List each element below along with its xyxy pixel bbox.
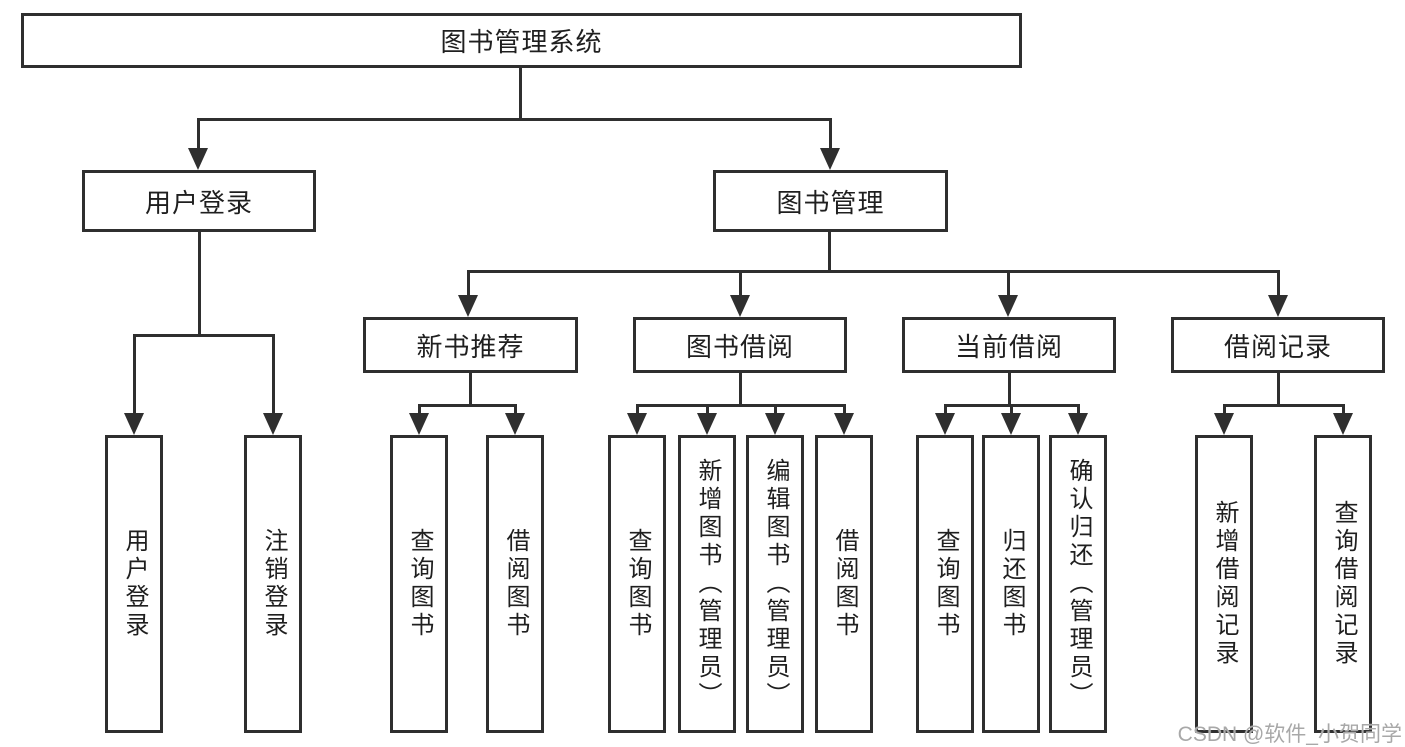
- node-library-management-system: 图书管理系统: [21, 13, 1022, 68]
- arrow-down-icon: [935, 404, 955, 435]
- arrow-down-icon: [409, 404, 429, 435]
- leaf-label: 查询图书: [624, 528, 651, 640]
- arrow-down-icon: [458, 271, 478, 317]
- leaf-recommend-query-books: 查询图书: [390, 435, 448, 733]
- leaf-current-return-books: 归还图书: [982, 435, 1040, 733]
- connector-line: [133, 334, 275, 337]
- arrow-down-icon: [627, 404, 647, 435]
- leaf-recommend-borrow-books: 借阅图书: [486, 435, 544, 733]
- leaf-label: 确认归还（管理员）: [1065, 458, 1092, 710]
- leaf-label: 查询图书: [932, 528, 959, 640]
- arrow-down-icon: [1001, 404, 1021, 435]
- leaf-label: 编辑图书（管理员）: [762, 458, 789, 710]
- connector-line: [197, 118, 832, 121]
- leaf-current-confirm-return-admin: 确认归还（管理员）: [1049, 435, 1107, 733]
- connector-line: [636, 404, 846, 407]
- arrow-down-icon: [1333, 404, 1353, 435]
- arrow-down-icon: [1214, 404, 1234, 435]
- node-label: 当前借阅: [954, 331, 1063, 362]
- arrow-down-icon: [188, 120, 208, 170]
- node-label: 用户登录: [144, 187, 253, 218]
- node-label: 新书推荐: [416, 331, 525, 362]
- node-book-borrowing: 图书借阅: [633, 317, 847, 373]
- leaf-label: 借阅图书: [831, 528, 858, 640]
- node-current-borrowing: 当前借阅: [902, 317, 1116, 373]
- leaf-borrowing-query-books: 查询图书: [608, 435, 666, 733]
- node-label: 图书管理系统: [440, 27, 603, 57]
- arrow-down-icon: [998, 271, 1018, 317]
- connector-line: [198, 232, 201, 336]
- leaf-records-query-record: 查询借阅记录: [1314, 435, 1372, 733]
- arrow-down-icon: [820, 120, 840, 170]
- leaf-label: 查询借阅记录: [1330, 500, 1357, 668]
- leaf-label: 新增图书（管理员）: [694, 458, 721, 710]
- connector-line: [1223, 404, 1345, 407]
- connector-line: [418, 404, 517, 407]
- leaf-label: 借阅图书: [502, 528, 529, 640]
- connector-line: [1277, 373, 1280, 406]
- leaf-user-login: 用户登录: [105, 435, 163, 733]
- node-label: 借阅记录: [1223, 331, 1332, 362]
- leaf-label: 归还图书: [998, 528, 1025, 640]
- arrow-down-icon: [834, 404, 854, 435]
- arrow-down-icon: [263, 335, 283, 435]
- connector-line: [1008, 373, 1011, 406]
- arrow-down-icon: [1268, 271, 1288, 317]
- arrow-down-icon: [697, 404, 717, 435]
- arrow-down-icon: [505, 404, 525, 435]
- leaf-label: 新增借阅记录: [1211, 500, 1238, 668]
- csdn-watermark: CSDN @软件_小贺同学: [1177, 723, 1402, 746]
- node-user-login: 用户登录: [82, 170, 316, 232]
- arrow-down-icon: [765, 404, 785, 435]
- connector-line: [469, 373, 472, 406]
- connector-line: [519, 68, 522, 121]
- leaf-label: 注销登录: [260, 528, 287, 640]
- node-new-book-recommend: 新书推荐: [363, 317, 578, 373]
- leaf-records-add-record: 新增借阅记录: [1195, 435, 1253, 733]
- connector-line: [828, 232, 831, 272]
- node-book-management: 图书管理: [713, 170, 948, 232]
- arrow-down-icon: [124, 335, 144, 435]
- connector-line: [467, 270, 1280, 273]
- leaf-borrowing-borrow-books: 借阅图书: [815, 435, 873, 733]
- node-label: 图书管理: [776, 187, 885, 218]
- leaf-borrowing-add-books-admin: 新增图书（管理员）: [678, 435, 736, 733]
- connector-line: [739, 373, 742, 406]
- arrow-down-icon: [730, 271, 750, 317]
- node-borrowing-records: 借阅记录: [1171, 317, 1385, 373]
- arrow-down-icon: [1068, 404, 1088, 435]
- node-label: 图书借阅: [685, 331, 794, 362]
- leaf-borrowing-edit-books-admin: 编辑图书（管理员）: [746, 435, 804, 733]
- leaf-logout: 注销登录: [244, 435, 302, 733]
- leaf-label: 用户登录: [121, 528, 148, 640]
- leaf-label: 查询图书: [406, 528, 433, 640]
- leaf-current-query-books: 查询图书: [916, 435, 974, 733]
